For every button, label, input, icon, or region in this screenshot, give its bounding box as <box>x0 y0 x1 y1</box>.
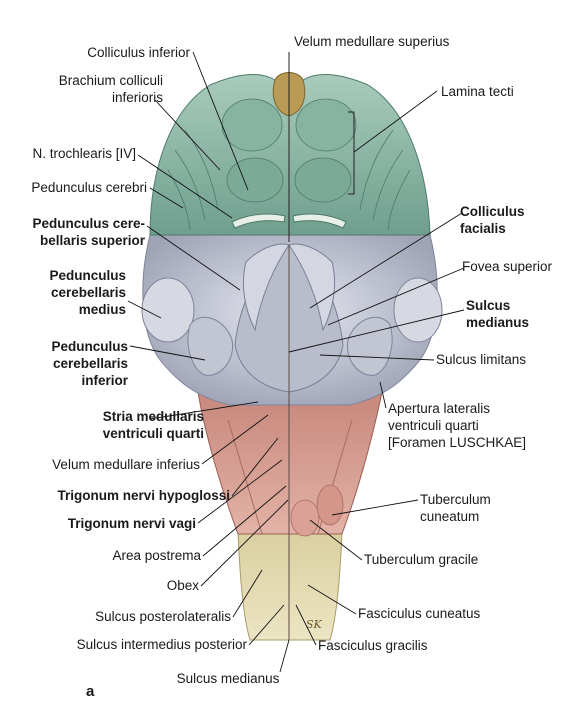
panel-letter: a <box>86 683 95 700</box>
pedunculus-medius-left-shape <box>141 277 195 343</box>
label-colliculus-facialis-line1: Colliculus <box>460 204 525 219</box>
artist-signature: SK <box>306 618 323 631</box>
label-ped-cb-med-line3: medius <box>79 302 126 317</box>
label-brachium-line2: inferioris <box>112 90 163 105</box>
label-fovea-superior: Fovea superior <box>462 259 553 274</box>
label-ped-cb-sup-line2: bellaris superior <box>40 233 146 248</box>
label-pedunculus-cerebri: Pedunculus cerebri <box>31 180 147 195</box>
label-fasciculus-cuneatus: Fasciculus cuneatus <box>358 606 481 621</box>
spinal-cord-segment <box>237 531 343 641</box>
colliculus-inferior-right-shape <box>294 157 352 203</box>
label-tuberculum-cuneatum-line2: cuneatum <box>420 509 479 524</box>
label-tuberculum-cuneatum-line1: Tuberculum <box>420 492 491 507</box>
medulla-oblongata <box>197 391 383 535</box>
leader-lines <box>127 51 465 673</box>
nervus-trochlearis-left <box>231 213 286 229</box>
label-velum-inferius: Velum medullare inferius <box>52 457 200 472</box>
label-velum-superius: Velum medullare superius <box>294 34 450 49</box>
brachium-strands-right <box>359 129 411 231</box>
brachium-strands-left <box>167 129 219 231</box>
superior-peduncle-ridge-right <box>288 243 336 332</box>
superior-peduncle-ridge-left <box>242 243 290 332</box>
colliculus-superior-left-shape <box>221 98 283 152</box>
labels-left: Colliculus inferior Brachium colliculi i… <box>31 45 279 700</box>
label-area-postrema: Area postrema <box>112 548 201 563</box>
label-brachium-line1: Brachium colliculi <box>59 73 163 88</box>
fasciculus-shading-right <box>317 419 353 535</box>
pedunculus-inferior-right-shape <box>346 316 393 376</box>
label-sulcus-posterolateralis: Sulcus posterolateralis <box>95 609 231 624</box>
lamina-tecti-bracket <box>348 111 355 195</box>
colliculus-superior-right-shape <box>295 98 357 152</box>
nervus-trochlearis-right <box>292 213 347 229</box>
label-apertura-line1: Apertura lateralis <box>388 401 490 416</box>
label-obex: Obex <box>167 578 200 593</box>
pedunculus-inferior-left-shape <box>187 316 234 376</box>
label-ped-cb-sup-line1: Pedunculus cere- <box>32 216 145 231</box>
label-apertura-line2: ventriculi quarti <box>388 418 479 433</box>
label-sulcus-medianus-line2: medianus <box>466 315 529 330</box>
label-sulcus-intermedius: Sulcus intermedius posterior <box>77 637 248 652</box>
brainstem-illustration: SK <box>141 52 443 641</box>
label-n-trochlearis: N. trochlearis [IV] <box>32 146 136 161</box>
label-sulcus-limitans: Sulcus limitans <box>436 352 526 367</box>
label-ped-cb-med-line1: Pedunculus <box>49 268 126 283</box>
label-fasciculus-gracilis: Fasciculus gracilis <box>318 638 428 653</box>
label-ped-cb-inf-line3: inferior <box>81 373 128 388</box>
label-ped-cb-inf-line1: Pedunculus <box>51 339 128 354</box>
label-colliculus-inferior: Colliculus inferior <box>87 45 190 60</box>
label-ped-cb-inf-line2: cerebellaris <box>53 356 128 371</box>
label-lamina-tecti: Lamina tecti <box>441 84 514 99</box>
label-trigonum-hypoglossi: Trigonum nervi hypoglossi <box>57 488 230 503</box>
colliculus-inferior-left-shape <box>226 157 284 203</box>
tuberculum-cuneatum-shape <box>316 484 344 526</box>
pedunculus-medius-right-shape <box>393 277 443 343</box>
tuberculum-gracile-shape <box>290 499 320 537</box>
label-stria-line1: Stria medullaris <box>103 409 204 424</box>
label-apertura-line3: [Foramen LUSCHKAE] <box>388 435 526 450</box>
label-sulcus-medianus-line1: Sulcus <box>466 298 510 313</box>
label-sulcus-medianus-bottom: Sulcus medianus <box>177 671 280 686</box>
label-tuberculum-gracile: Tuberculum gracile <box>364 552 478 567</box>
label-trigonum-vagi: Trigonum nervi vagi <box>68 516 196 531</box>
label-colliculus-facialis-line2: facialis <box>460 221 506 236</box>
labels-right: Velum medullare superius Lamina tecti Co… <box>294 34 553 653</box>
label-ped-cb-med-line2: cerebellaris <box>51 285 126 300</box>
label-stria-line2: ventriculi quarti <box>103 426 204 441</box>
